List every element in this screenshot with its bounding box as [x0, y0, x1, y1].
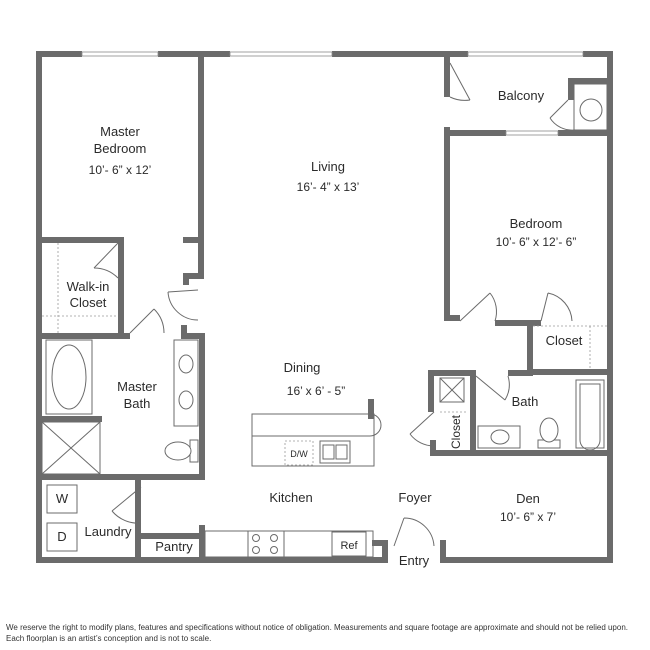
disclaimer: We reserve the right to modify plans, fe…: [6, 623, 646, 644]
bedroom-dims: 10’- 6” x 12’- 6”: [496, 235, 577, 249]
hall-closet-label: Closet: [449, 414, 463, 449]
master-bath-label: Master: [117, 379, 157, 394]
dishwasher-label: D/W: [290, 449, 308, 459]
walkin-closet-label: Walk-in: [67, 279, 110, 294]
pantry-label: Pantry: [155, 539, 193, 554]
walkin-closet-label-2: Closet: [70, 295, 107, 310]
fixtures: [41, 83, 608, 558]
master-bedroom-label: Master: [100, 124, 140, 139]
interior-walls: [42, 57, 613, 563]
disclaimer-line-1: We reserve the right to modify plans, fe…: [6, 623, 629, 632]
washer-label: W: [56, 491, 69, 506]
bedroom-label: Bedroom: [510, 216, 563, 231]
dining-label: Dining: [284, 360, 321, 375]
doors: [93, 62, 575, 547]
dryer-label: D: [57, 529, 66, 544]
foyer-label: Foyer: [398, 490, 432, 505]
den-dims: 10’- 6” x 7’: [500, 510, 556, 524]
entry-label: Entry: [399, 553, 430, 568]
floor-plan: Master Bedroom 10’- 6” x 12’ Living 16’-…: [36, 51, 613, 568]
dashed-lines: [42, 243, 607, 413]
kitchen-label: Kitchen: [269, 490, 312, 505]
laundry-label: Laundry: [85, 524, 132, 539]
closet-label: Closet: [546, 333, 583, 348]
den-label: Den: [516, 491, 540, 506]
dining-dims: 16’ x 6’ - 5”: [287, 384, 345, 398]
master-bedroom-dims: 10’- 6” x 12’: [89, 163, 152, 177]
exterior-walls: [36, 51, 613, 563]
bath-label: Bath: [512, 394, 539, 409]
balcony-label: Balcony: [498, 88, 545, 103]
master-bedroom-label-2: Bedroom: [94, 141, 147, 156]
living-dims: 16’- 4” x 13’: [297, 180, 360, 194]
living-label: Living: [311, 159, 345, 174]
master-bath-label-2: Bath: [124, 396, 151, 411]
refrigerator-label: Ref: [340, 540, 358, 552]
disclaimer-line-2: Each floorplan is an artist’s conception…: [6, 633, 212, 643]
room-labels: Master Bedroom 10’- 6” x 12’ Living 16’-…: [56, 88, 583, 568]
